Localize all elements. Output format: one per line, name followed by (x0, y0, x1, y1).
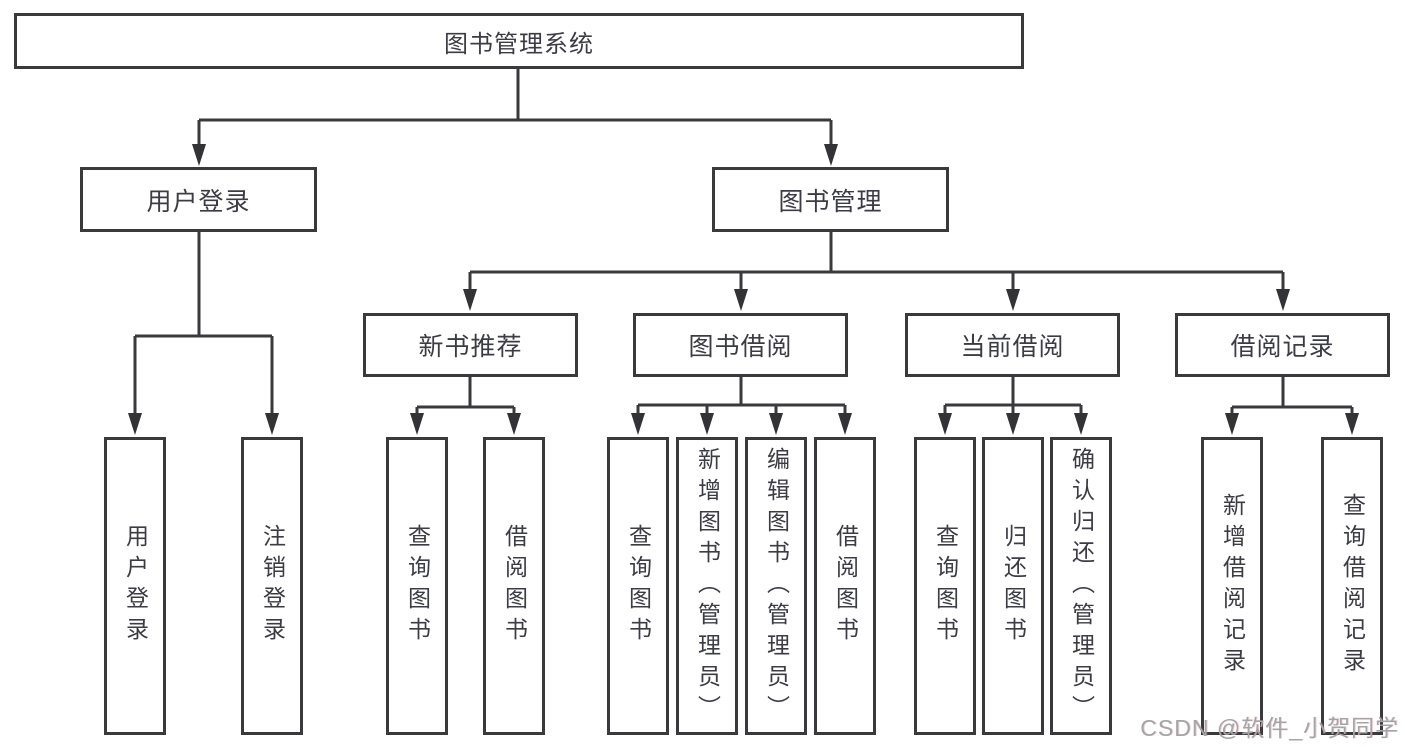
arrowhead (1074, 413, 1088, 435)
leaf-borrow-books: 借阅图书 (814, 437, 876, 735)
arrowhead (838, 413, 852, 435)
leaf-query-books-borrow: 查询图书 (607, 437, 669, 735)
leaf-add-borrow-record: 新增借阅记录 (1201, 437, 1263, 735)
connector-book-management (468, 232, 1285, 291)
arrowhead (1006, 413, 1020, 435)
arrowhead (265, 413, 279, 435)
node-book-borrow: 图书借阅 (633, 313, 848, 377)
connector-current-borrow (943, 377, 1083, 415)
leaf-query-books-current: 查询图书 (914, 437, 976, 735)
arrowhead (463, 289, 477, 311)
leaf-user-login: 用户登录 (104, 437, 166, 735)
connector-user-login (133, 232, 274, 415)
node-borrow-records: 借阅记录 (1175, 313, 1390, 377)
arrowhead (1276, 289, 1290, 311)
arrowhead (1006, 289, 1020, 311)
arrowhead (1225, 413, 1239, 435)
arrowhead (700, 413, 714, 435)
leaf-logout: 注销登录 (241, 437, 303, 735)
connector-book-borrow (636, 377, 847, 415)
connector-new-book (415, 377, 516, 415)
connector-borrow-records (1230, 377, 1354, 415)
csdn-watermark: CSDN @软件_小贺同学 (1140, 715, 1399, 741)
arrowhead (824, 144, 838, 166)
arrowhead (1345, 413, 1359, 435)
arrowhead (769, 413, 783, 435)
arrowhead (631, 413, 645, 435)
arrowhead (938, 413, 952, 435)
arrowhead (410, 413, 424, 435)
leaf-confirm-return-admin: 确认归还（管理员） (1050, 437, 1112, 735)
arrowhead (192, 144, 206, 166)
connector-root-stem (197, 69, 833, 148)
arrowhead (507, 413, 521, 435)
leaf-return-book: 归还图书 (982, 437, 1044, 735)
arrowhead (734, 289, 748, 311)
leaf-query-borrow-record: 查询借阅记录 (1321, 437, 1383, 735)
leaf-edit-book-admin: 编辑图书（管理员） (745, 437, 807, 735)
node-current-borrow: 当前借阅 (905, 313, 1120, 377)
arrowhead (128, 413, 142, 435)
node-book-management: 图书管理 (712, 167, 949, 232)
leaf-borrow-books-recommend: 借阅图书 (483, 437, 545, 735)
leaf-add-book-admin: 新增图书（管理员） (676, 437, 738, 735)
leaf-query-books-recommend: 查询图书 (386, 437, 448, 735)
node-library-management-system: 图书管理系统 (14, 13, 1024, 69)
node-new-book-recommend: 新书推荐 (363, 313, 578, 377)
node-user-login: 用户登录 (80, 167, 317, 232)
